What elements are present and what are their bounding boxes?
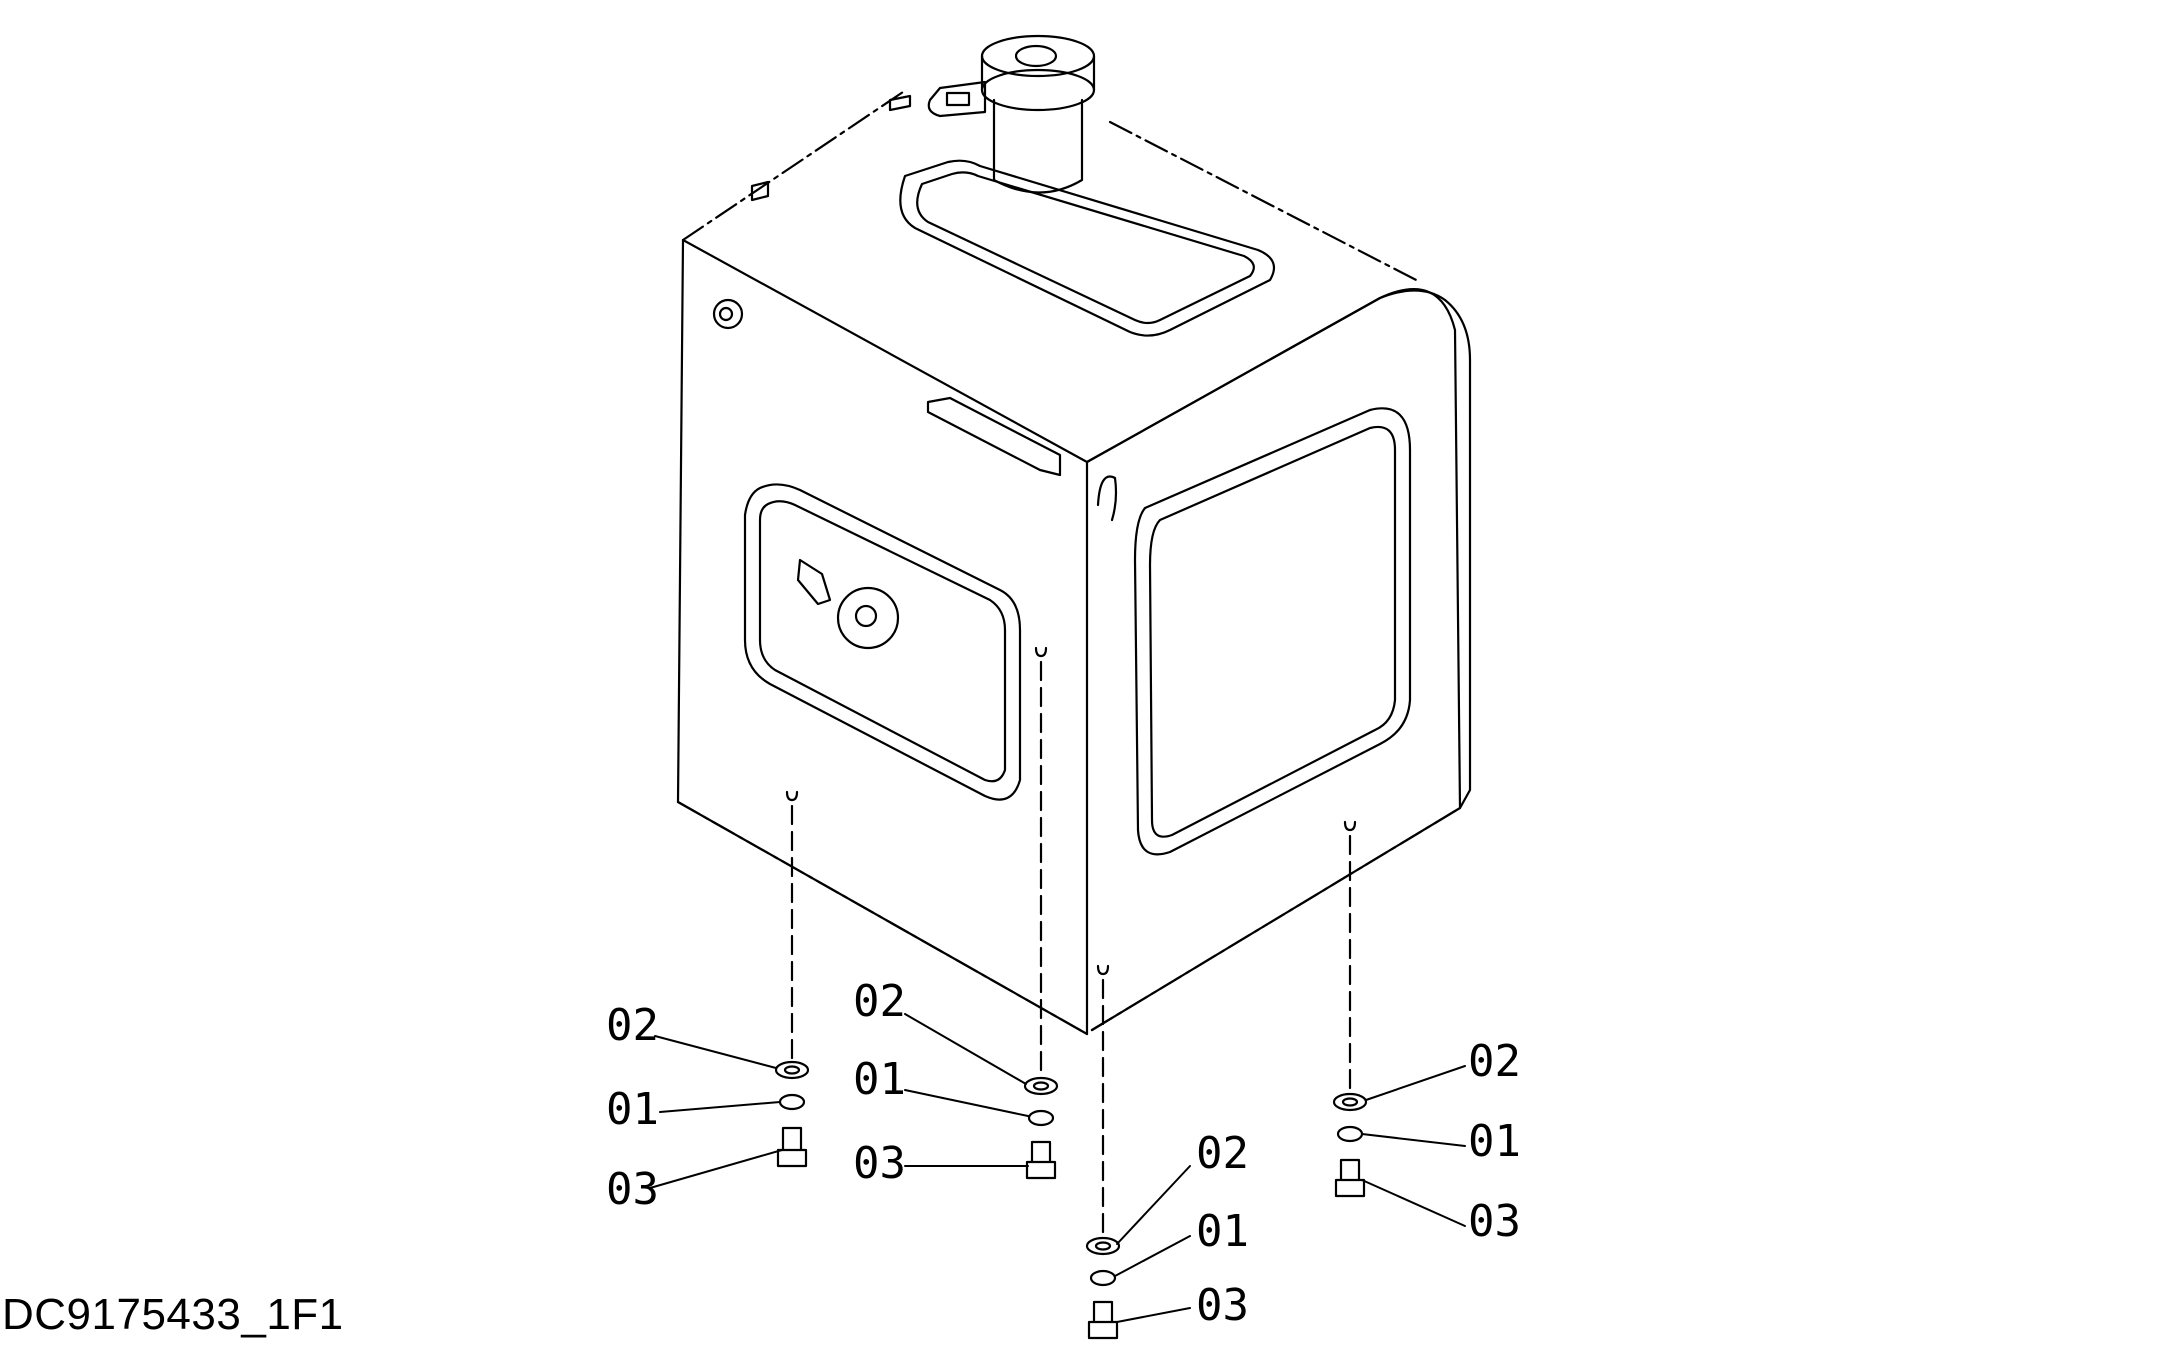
washer-d (1332, 1092, 1368, 1112)
level-gauge-plug-inner (718, 306, 734, 322)
right-inspection-window-outer (1133, 407, 1412, 856)
pipe-clip (1096, 475, 1118, 522)
tank-top-right-back-edge (1108, 120, 1422, 284)
fastener-stack-a (774, 790, 810, 1168)
washer-c (1085, 1236, 1121, 1256)
fuel-sender-connector (796, 558, 832, 606)
leader-c-02 (1116, 1165, 1191, 1245)
tab-bracket-2 (750, 180, 770, 202)
tank-top-front-edge (1085, 289, 1447, 464)
bolt-d (1334, 1158, 1366, 1198)
mount-hole-c (1096, 964, 1110, 976)
filler-bracket (927, 80, 987, 118)
callout-a-02: 02 (606, 1000, 659, 1051)
leader-d-01 (1361, 1133, 1466, 1147)
left-inspection-window-inner (758, 500, 1007, 783)
fuel-sender-center (854, 604, 878, 628)
callout-d-01: 01 (1468, 1116, 1521, 1167)
callout-labels: 02 01 03 02 01 03 02 01 03 02 01 03 (606, 976, 1521, 1331)
fastener-stack-d (1332, 820, 1368, 1198)
filler-neck-body (980, 54, 1096, 194)
callout-a-01: 01 (606, 1084, 659, 1135)
callout-b-01: 01 (853, 1054, 906, 1105)
top-cover-outer (899, 159, 1276, 337)
fastener-stack-b (1023, 646, 1059, 1180)
leader-c-03 (1116, 1307, 1191, 1323)
fastener-stack-c (1085, 964, 1121, 1340)
bolt-c (1087, 1300, 1119, 1340)
callout-c-03: 03 (1196, 1280, 1249, 1331)
callout-d-02: 02 (1468, 1036, 1521, 1087)
tank-right-face (1085, 288, 1462, 1032)
side-bracket (926, 396, 1062, 477)
tank-left-face (676, 238, 1089, 1036)
leader-a-03 (649, 1149, 783, 1189)
filler-neck (927, 34, 1096, 194)
fuel-tank (676, 34, 1472, 1036)
leader-a-02 (654, 1035, 777, 1069)
callout-d-03: 03 (1468, 1196, 1521, 1247)
bolt-a (776, 1126, 808, 1168)
callout-a-03: 03 (606, 1164, 659, 1215)
drawing-code: DC9175433_1F1 (2, 1290, 344, 1339)
lock-washer-c (1089, 1269, 1117, 1287)
callout-c-01: 01 (1196, 1206, 1249, 1257)
mount-hole-a (785, 790, 799, 802)
leader-d-03 (1361, 1179, 1466, 1227)
top-cover-inner (916, 171, 1255, 325)
leader-lines (649, 1013, 1466, 1323)
lock-washer-a (778, 1093, 806, 1111)
washer-c-hole (1094, 1241, 1112, 1251)
tank-top-back-edge (681, 90, 905, 242)
lock-washer-b (1027, 1109, 1055, 1127)
left-inspection-window-outer (743, 483, 1022, 801)
level-gauge-plug (712, 298, 744, 330)
leader-c-01 (1114, 1235, 1191, 1277)
washer-b (1023, 1076, 1059, 1096)
tank-bottom-left-edge (676, 800, 1089, 1036)
right-inspection-window-inner (1148, 425, 1397, 838)
tab-bracket-1 (888, 94, 912, 112)
callout-b-03: 03 (853, 1138, 906, 1189)
mount-hole-b (1034, 646, 1048, 658)
fuel-sender-flange (836, 586, 900, 650)
tank-right-rear-edge (1443, 298, 1472, 810)
washer-a-hole (783, 1065, 801, 1075)
callout-b-02: 02 (853, 976, 906, 1027)
leader-b-02 (904, 1013, 1027, 1085)
tank-bottom-right-edge (1090, 806, 1462, 1032)
filler-cap-center (1014, 44, 1058, 68)
washer-a (774, 1060, 810, 1080)
leader-b-01 (904, 1089, 1029, 1117)
leader-a-01 (659, 1101, 781, 1113)
callout-c-02: 02 (1196, 1128, 1249, 1179)
filler-bracket-hole (945, 91, 971, 107)
leader-d-02 (1365, 1065, 1466, 1101)
washer-b-hole (1032, 1081, 1050, 1091)
bolt-b (1025, 1140, 1057, 1180)
lock-washer-d (1336, 1125, 1364, 1143)
washer-d-hole (1341, 1097, 1359, 1107)
mount-hole-d (1343, 820, 1357, 832)
